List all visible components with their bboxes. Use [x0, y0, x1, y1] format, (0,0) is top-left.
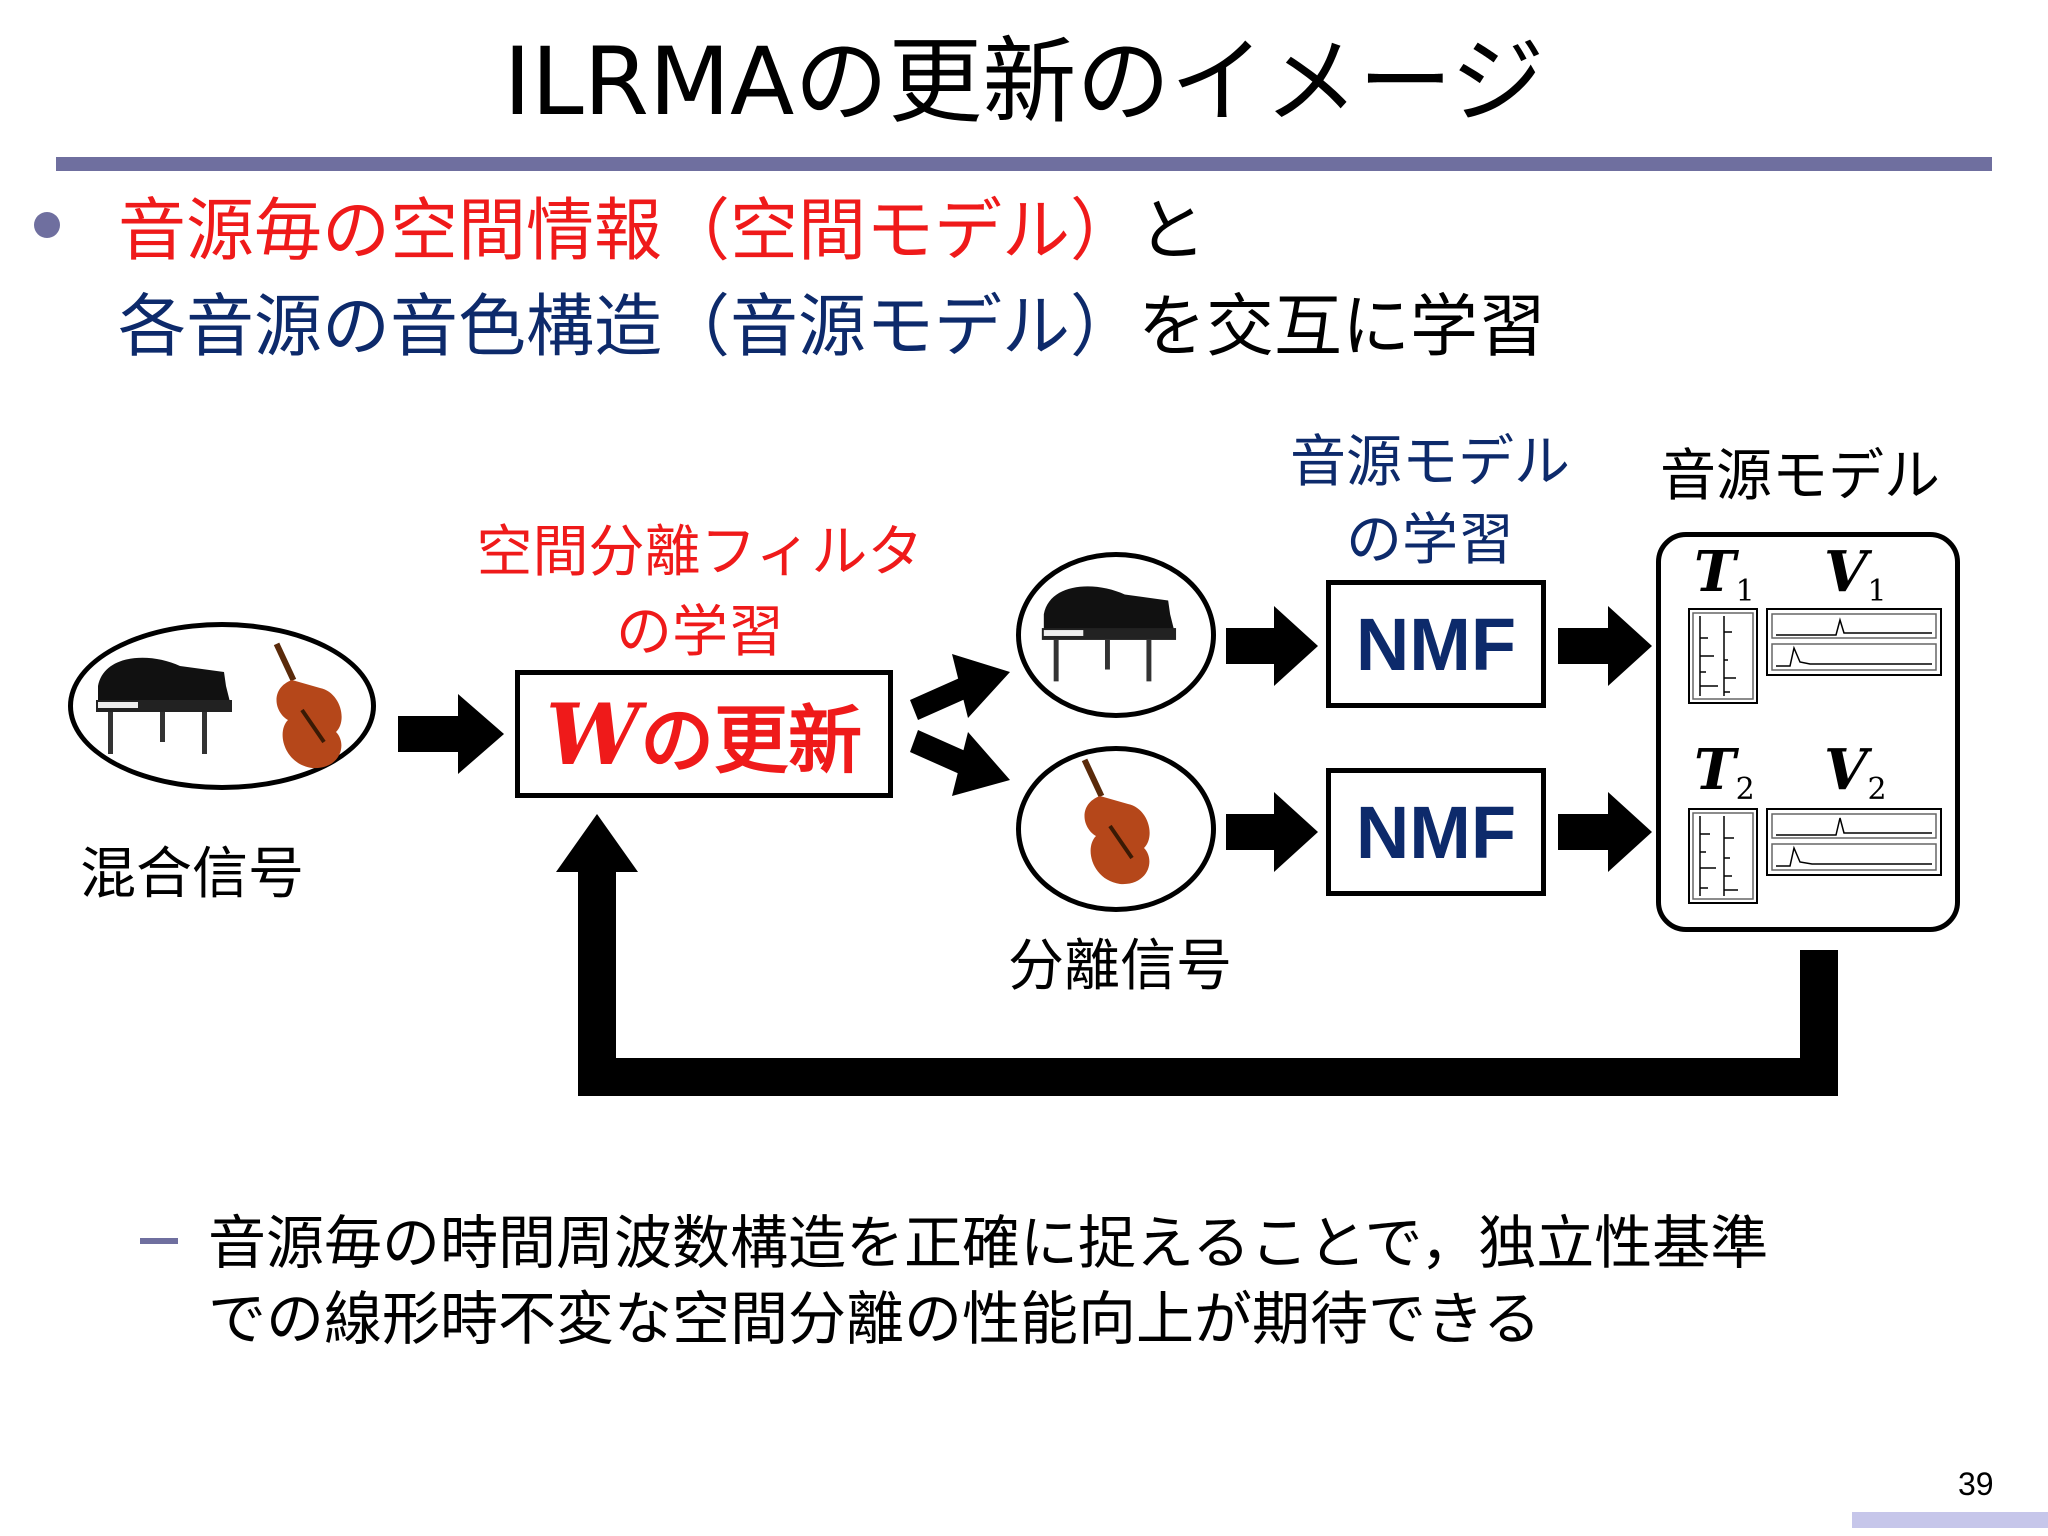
v2-label: V2 [1824, 737, 1887, 807]
arrow-violin-to-nmf [1226, 792, 1318, 872]
nmf-learning-label-2: の学習 [1346, 508, 1514, 573]
basis-plot-t2 [1688, 808, 1758, 904]
t2-label: T2 [1694, 737, 1755, 807]
nmf-learning-label-1: 音源モデル [1290, 430, 1570, 495]
arrow-piano-to-nmf [1226, 606, 1318, 686]
bullet-line-2: 各音源の音色構造（音源モデル）を交互に学習 [118, 286, 1546, 370]
separated-signal-label: 分離信号 [1008, 934, 1232, 999]
mixed-signal-label: 混合信号 [80, 842, 304, 907]
activation-plot-v2 [1766, 808, 1942, 876]
arrow-w-to-violin [910, 730, 1010, 796]
bullet-source-model-text: 各音源の音色構造（音源モデル） [118, 288, 1139, 367]
page-number: 39 [1958, 1466, 1994, 1502]
sub-bullet-line-2: での線形時不変な空間分離の性能向上が期待できる [208, 1285, 1541, 1353]
nmf-box-top: NMF [1326, 580, 1546, 708]
piano-icon [96, 657, 232, 754]
bullet-line-2-tail: を交互に学習 [1138, 288, 1547, 367]
bullet-spatial-model-text: 音源毎の空間情報（空間モデル） [118, 192, 1139, 271]
feedback-loop-arrow [556, 814, 1838, 1096]
filter-learning-label-1: 空間分離フィルタ [476, 520, 924, 585]
sub-bullet-dash [140, 1238, 178, 1244]
basis-plot-t1 [1688, 608, 1758, 704]
footer-bar [1852, 1512, 2048, 1528]
arrow-nmf2-to-model [1558, 792, 1652, 872]
w-variable: W [545, 684, 641, 784]
violin-icon [1081, 758, 1150, 885]
v1-label: V1 [1824, 539, 1887, 609]
title-divider [56, 157, 1992, 171]
piano-icon [1041, 586, 1177, 682]
bullet-line-1-tail: と [1138, 192, 1207, 271]
bullet-line-1: 音源毎の空間情報（空間モデル）と [118, 190, 1206, 274]
sub-bullet-line-1: 音源毎の時間周波数構造を正確に捉えることで，独立性基準 [208, 1209, 1769, 1277]
activation-plot-v1 [1766, 608, 1942, 676]
violin-icon [273, 642, 342, 769]
nmf-box-bottom: NMF [1326, 768, 1546, 896]
w-update-text: の更新 [640, 697, 863, 784]
arrow-w-to-piano [910, 654, 1010, 720]
t1-label: T1 [1694, 539, 1755, 609]
filter-learning-label-2: の学習 [616, 600, 784, 665]
source-model-label: 音源モデル [1660, 444, 1940, 509]
bullet-dot [34, 212, 60, 238]
page-title: ILRMAの更新のイメージ [503, 28, 1545, 137]
arrow-mixed-to-w [398, 694, 504, 774]
arrow-nmf1-to-model [1558, 606, 1652, 686]
